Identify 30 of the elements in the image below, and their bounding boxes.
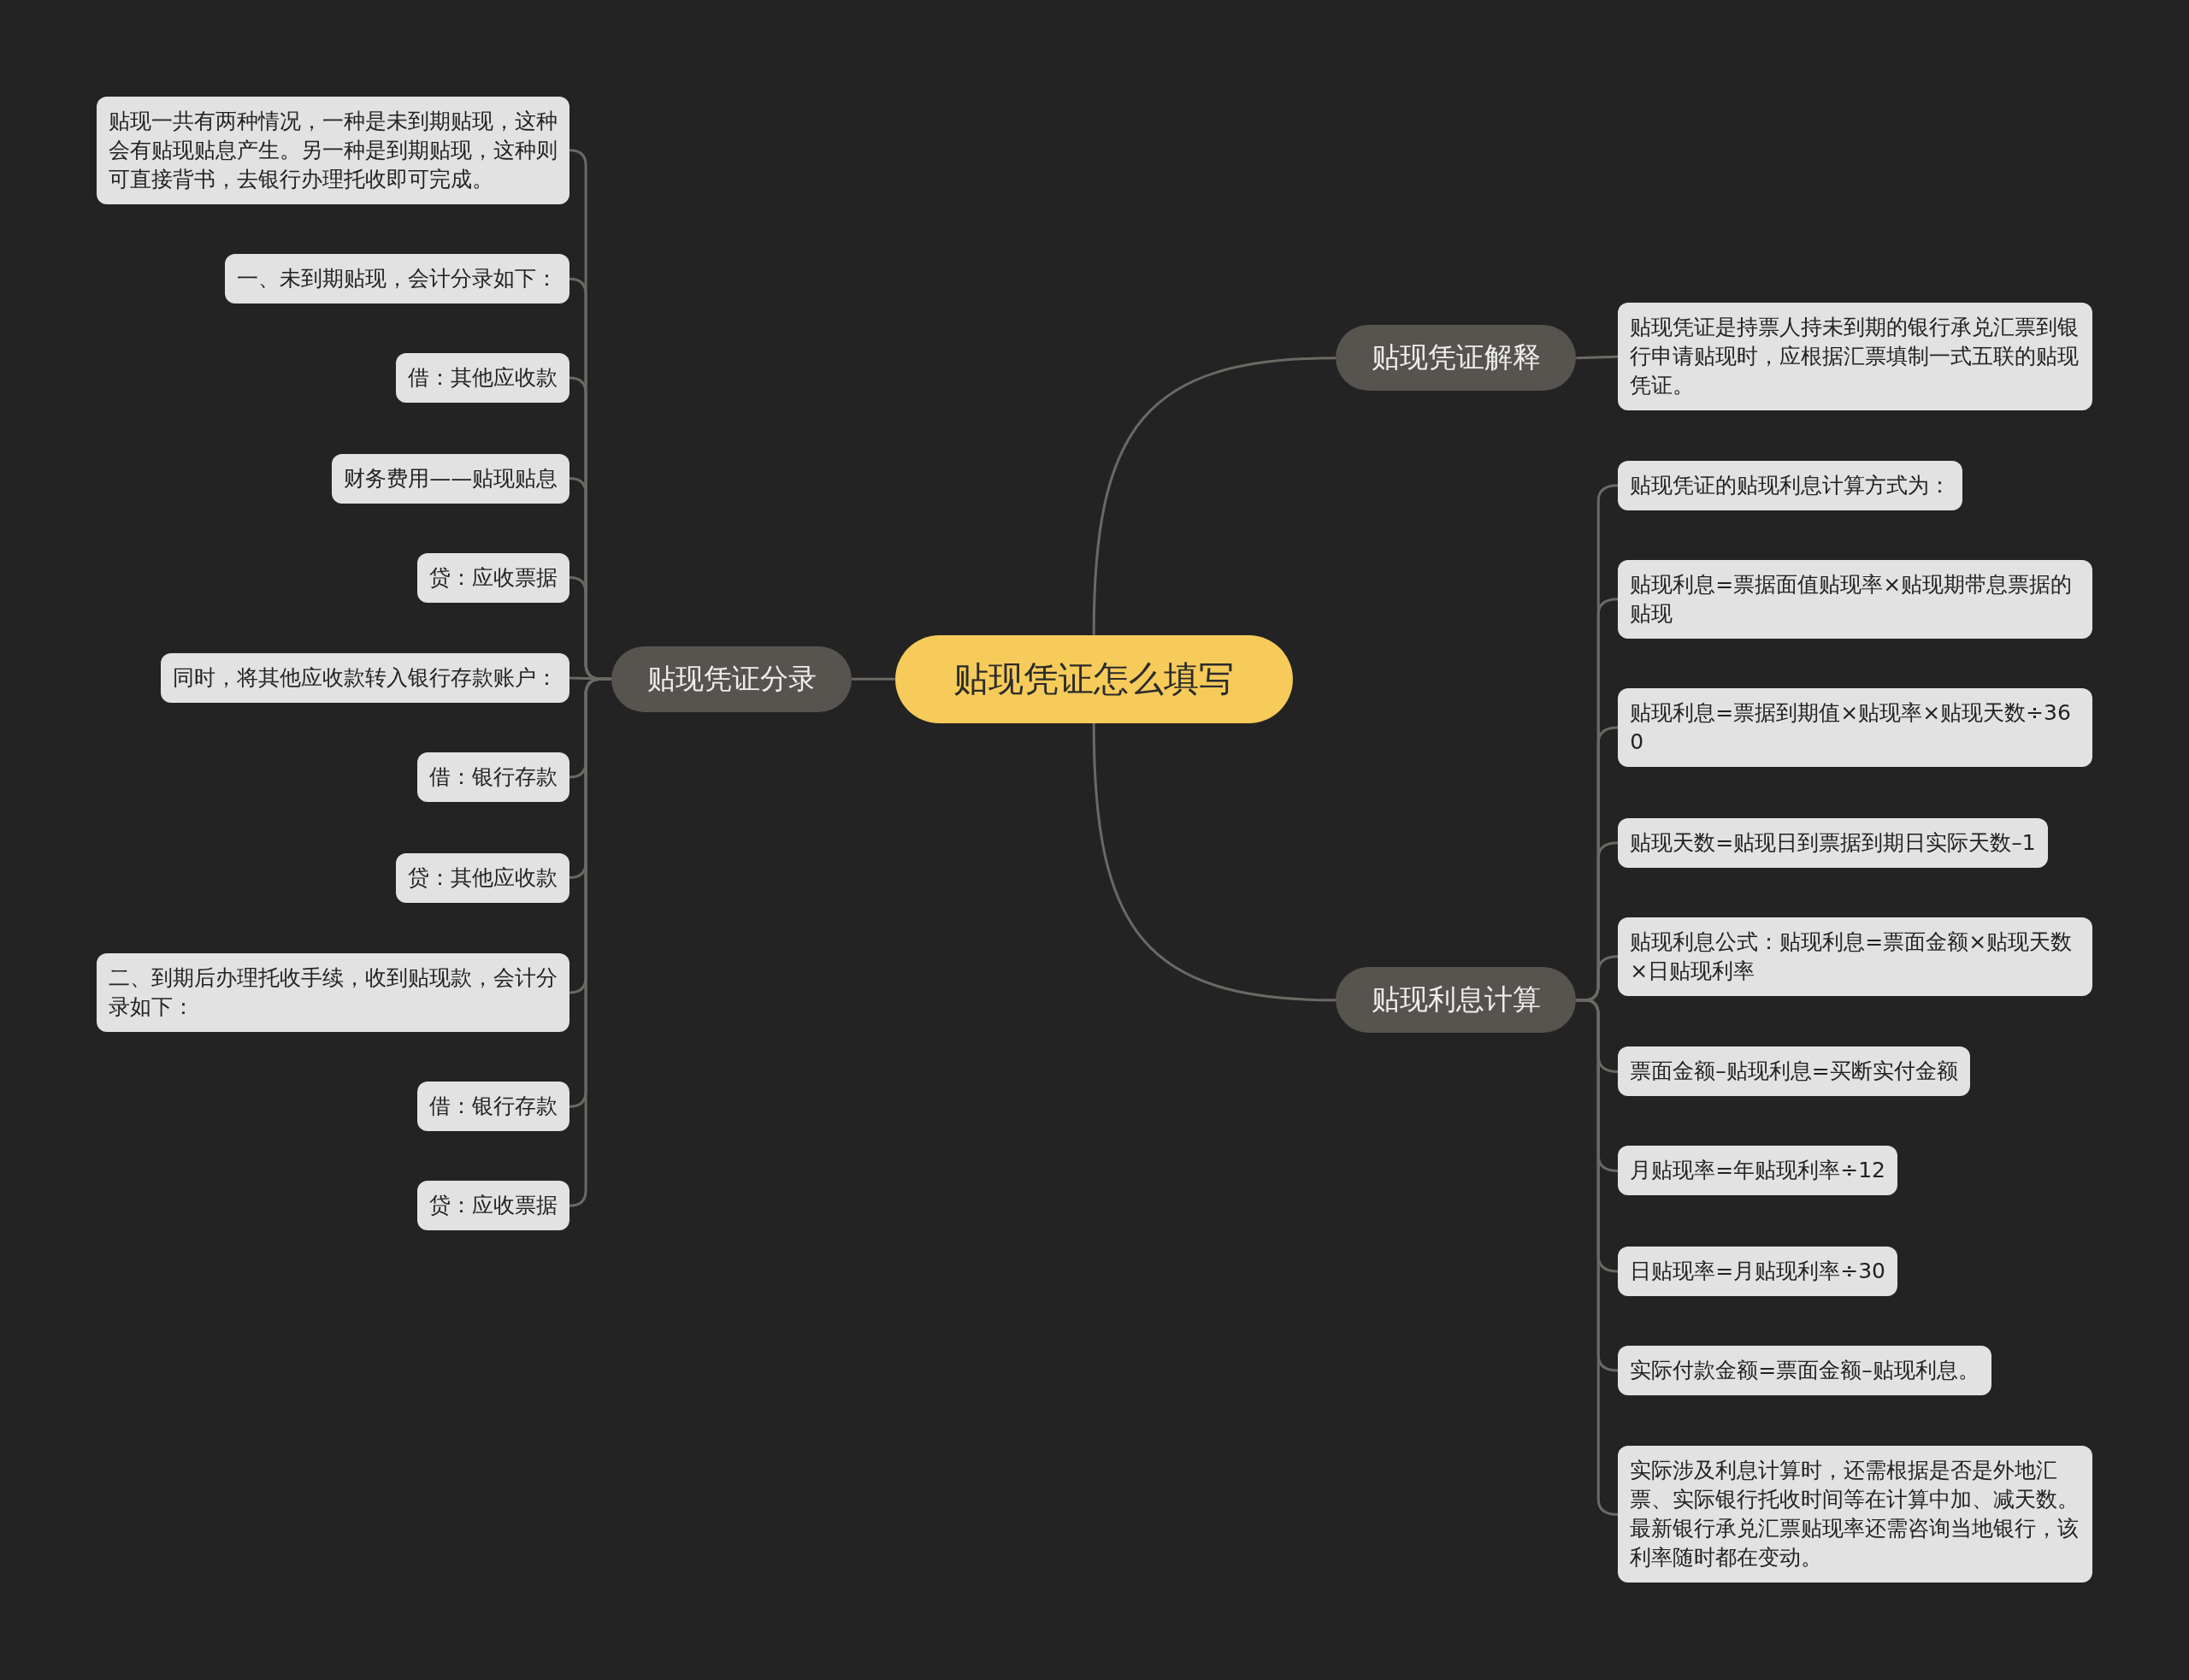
- topic-box: 一、未到期贴现，会计分录如下：: [225, 254, 570, 304]
- connector-line: [851, 677, 895, 681]
- topic-box: 实际付款金额=票面金额–贴现利息。: [1618, 1345, 1991, 1395]
- branch-topic: 贴现利息计算: [1336, 967, 1577, 1034]
- topic-box: 贴现利息=票据到期值×贴现率×贴现天数÷360: [1618, 687, 2093, 767]
- branch-topic: 贴现凭证分录: [611, 645, 852, 712]
- topic-box: 贷：应收票据: [417, 1181, 570, 1231]
- central-topic: 贴现凭证怎么填写: [894, 634, 1293, 723]
- topic-box: 贴现利息公式：贴现利息=票面金额×贴现天数×日贴现利率: [1618, 917, 2093, 996]
- topic-box: 同时，将其他应收款转入银行存款账户：: [161, 653, 570, 704]
- topic-box: 借：银行存款: [417, 1082, 570, 1132]
- connector-line: [1092, 357, 1336, 635]
- topic-box: 财务费用——贴现贴息: [332, 453, 570, 504]
- topic-box: 贴现凭证是持票人持未到期的银行承兑汇票到银行申请贴现时，应根据汇票填制一式五联的贴现凭证。: [1618, 303, 2093, 411]
- topic-box: 月贴现率=年贴现利率÷12: [1618, 1146, 1897, 1196]
- topic-box: 借：银行存款: [417, 752, 570, 802]
- topic-box: 借：其他应收款: [396, 353, 570, 404]
- topic-box: 贷：应收票据: [417, 552, 570, 603]
- topic-box: 贴现凭证的贴现利息计算方式为：: [1618, 460, 1963, 510]
- topic-box: 贴现利息=票据面值贴现率×贴现期带息票据的贴现: [1618, 559, 2093, 639]
- topic-box: 实际涉及利息计算时，还需根据是否是外地汇票、实际银行托收时间等在计算中加、减天数。最新银行承兑汇票贴现率还需咨询当地银行，该利率随时都在变动。: [1618, 1446, 2093, 1583]
- topic-box: 贴现天数=贴现日到票据到期日实际天数–1: [1618, 817, 2048, 868]
- topic-box: 二、到期后办理托收手续，收到贴现款，会计分录如下：: [96, 953, 570, 1033]
- connector-line: [1576, 355, 1619, 360]
- topic-box: 票面金额–贴现利息=买断实付金额: [1618, 1046, 1970, 1097]
- branch-topic: 贴现凭证解释: [1336, 325, 1577, 392]
- topic-box: 日贴现率=月贴现利率÷30: [1618, 1246, 1897, 1296]
- topic-box: 贴现一共有两种情况，一种是未到期贴现，这种会有贴现贴息产生。另一种是到期贴现，这种则可直接背书，去银行办理托收即可完成。: [96, 96, 570, 204]
- connector-line: [1092, 722, 1336, 1002]
- topic-box: 贷：其他应收款: [396, 852, 570, 903]
